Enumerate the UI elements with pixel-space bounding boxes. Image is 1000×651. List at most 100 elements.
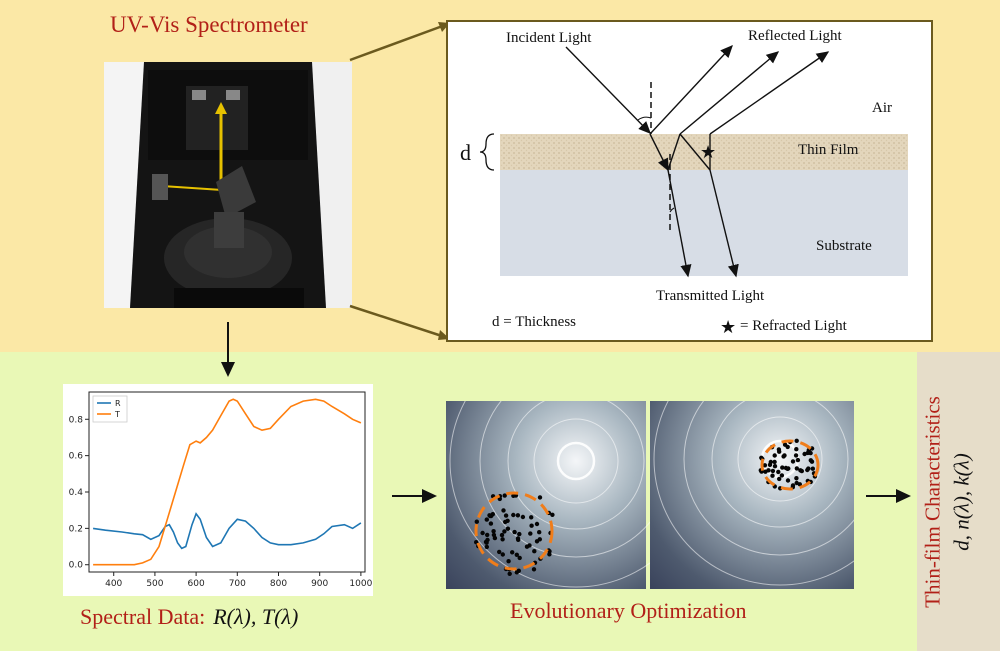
swarm-point xyxy=(805,450,810,456)
swarm-point xyxy=(485,537,490,543)
transmitted-label: Transmitted Light xyxy=(656,288,765,304)
swarm-point xyxy=(810,466,815,471)
swarm-point xyxy=(780,465,785,470)
swarm-point xyxy=(485,532,490,538)
swarm-point xyxy=(524,544,530,549)
swarm-point xyxy=(782,453,787,458)
spectrometer-photo xyxy=(104,62,352,308)
swarm-point xyxy=(507,571,512,576)
swarm-point xyxy=(502,493,507,498)
swarm-point xyxy=(777,476,782,482)
substrate-label: Substrate xyxy=(816,238,872,254)
thin-film-label: Thin Film xyxy=(798,142,859,158)
swarm-point xyxy=(514,552,519,557)
swarm-point xyxy=(772,453,777,458)
spectrometer-title: UV-Vis Spectrometer xyxy=(110,12,308,37)
swarm-point xyxy=(487,513,492,518)
swarm-point xyxy=(503,513,509,518)
swarm-point xyxy=(529,515,534,520)
swarm-point xyxy=(794,476,799,481)
swarm-point xyxy=(480,530,485,536)
legend-label-R: R xyxy=(115,399,121,408)
swarm-point xyxy=(488,521,494,526)
legend-label-T: T xyxy=(114,410,120,419)
air-label: Air xyxy=(872,100,892,116)
swarm-point xyxy=(537,530,542,535)
plot-frame xyxy=(88,391,366,573)
evolution-panel-initial xyxy=(446,401,703,589)
output-text: Thin-film Characteristics d, n(λ), k(λ) xyxy=(917,352,1000,651)
series-line-T xyxy=(93,398,362,566)
output-label: Thin-film Characteristics xyxy=(920,396,945,608)
swarm-point xyxy=(806,466,811,471)
swarm-point xyxy=(503,519,508,525)
swarm-point xyxy=(783,465,789,471)
swarm-point xyxy=(510,550,515,555)
swarm-point xyxy=(531,567,537,572)
swarm-point xyxy=(776,469,781,475)
swarm-point xyxy=(506,559,511,564)
swarm-point xyxy=(517,531,522,537)
down-arrow xyxy=(221,322,235,377)
swarm-point xyxy=(799,468,804,474)
swarm-point xyxy=(512,529,517,535)
swarm-point xyxy=(532,549,537,554)
swarm-point xyxy=(547,552,552,557)
thin-film-diagram: ★ ★ Incident Light Reflected Light Air T… xyxy=(446,20,933,342)
x-tick-label: 500 xyxy=(146,579,163,589)
swarm-point xyxy=(762,463,768,468)
swarm-point xyxy=(515,536,521,541)
swarm-point xyxy=(785,444,790,450)
swarm-point xyxy=(777,449,782,454)
swarm-point xyxy=(793,453,799,458)
y-tick-label: 0.8 xyxy=(69,415,84,425)
swarm-point xyxy=(500,552,505,557)
swarm-point xyxy=(794,466,799,471)
swarm-point xyxy=(491,529,496,534)
incident-label: Incident Light xyxy=(506,30,592,46)
x-tick-label: 700 xyxy=(229,579,246,589)
swarm-point xyxy=(484,517,489,522)
thin-film-layer xyxy=(500,134,908,170)
swarm-point xyxy=(785,478,791,483)
legend-star-icon: ★ xyxy=(720,317,736,338)
substrate-layer xyxy=(500,170,908,276)
swarm-point xyxy=(528,531,533,536)
spectral-label: Spectral Data: xyxy=(80,604,206,629)
swarm-point xyxy=(795,457,801,463)
right-arrow-2 xyxy=(866,489,911,503)
swarm-point xyxy=(517,555,522,561)
swarm-point xyxy=(766,468,771,473)
evolution-title: Evolutionary Optimization xyxy=(510,598,747,623)
x-tick-label: 600 xyxy=(188,579,205,589)
swarm-point xyxy=(515,513,521,518)
swarm-point xyxy=(491,532,497,538)
swarm-point xyxy=(779,473,785,478)
thickness-brace xyxy=(479,133,495,171)
y-tick-label: 0.0 xyxy=(69,561,84,571)
y-tick-label: 0.2 xyxy=(69,524,83,534)
x-tick-label: 800 xyxy=(270,579,287,589)
x-tick-label: 400 xyxy=(105,579,122,589)
swarm-point xyxy=(505,526,511,531)
swarm-point xyxy=(534,539,540,544)
swarm-point xyxy=(502,529,507,534)
spectral-math: R(λ), T(λ) xyxy=(213,604,299,629)
swarm-point xyxy=(516,568,521,573)
swarm-point xyxy=(529,523,534,528)
light-paths: ★ ★ xyxy=(479,44,908,338)
y-tick-label: 0.4 xyxy=(69,488,84,498)
swarm-point xyxy=(794,438,799,443)
right-arrow-1 xyxy=(392,489,437,503)
reflected-label: Reflected Light xyxy=(748,28,842,44)
swarm-point xyxy=(534,521,540,527)
swarm-point xyxy=(808,458,813,463)
thickness-legend: d = Thickness xyxy=(492,314,577,330)
swarm-point xyxy=(797,482,802,487)
swarm-point xyxy=(497,549,502,555)
swarm-point xyxy=(550,512,555,517)
evolution-panels xyxy=(446,401,854,589)
output-panel xyxy=(917,352,1000,651)
x-tick-label: 1000 xyxy=(349,579,372,589)
